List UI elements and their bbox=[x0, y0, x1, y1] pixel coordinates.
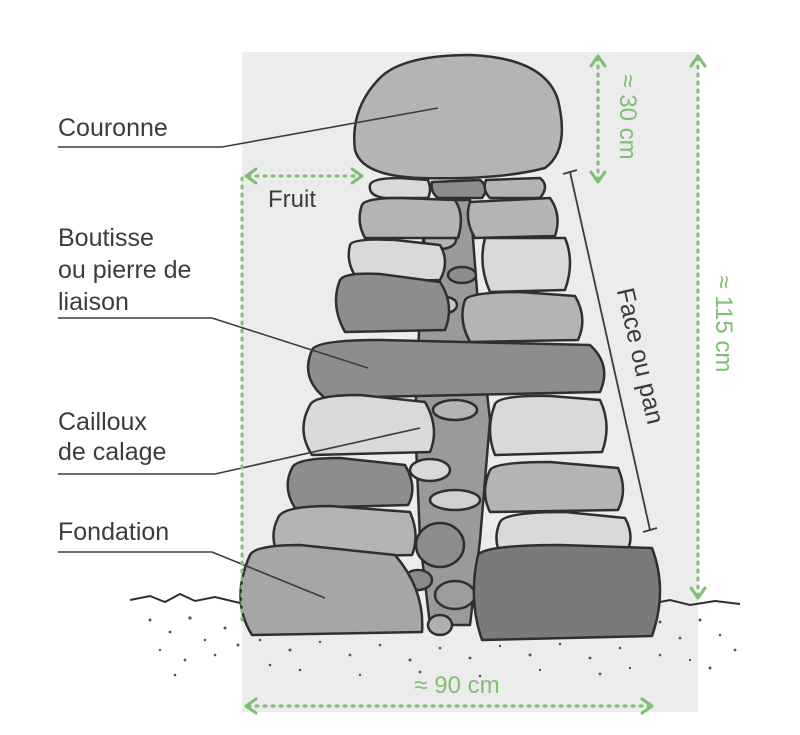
label-boutisse-line2: ou pierre de bbox=[58, 256, 192, 284]
coping-stone bbox=[353, 53, 564, 180]
label-fruit: Fruit bbox=[268, 186, 316, 213]
label-boutisse-line1: Boutisse bbox=[58, 224, 154, 252]
dimension-total-height: ≈ 115 cm bbox=[710, 275, 737, 373]
dimension-lines bbox=[240, 56, 700, 708]
label-fondation: Fondation bbox=[58, 518, 170, 546]
dimension-arrows bbox=[244, 54, 707, 715]
tie-stone bbox=[306, 338, 606, 400]
ground bbox=[129, 592, 741, 678]
foundation-stone-right bbox=[472, 543, 662, 642]
leader-lines bbox=[58, 107, 439, 599]
dimension-top-height: ≈ 30 cm bbox=[614, 74, 641, 160]
wall-stones bbox=[239, 53, 662, 642]
dimension-base-width: ≈ 90 cm bbox=[414, 672, 500, 699]
label-cailloux-line1: Cailloux bbox=[58, 408, 147, 436]
label-boutisse-line3: liaison bbox=[58, 288, 129, 316]
label-cailloux-line2: de calage bbox=[58, 438, 167, 466]
face-bracket bbox=[562, 169, 658, 533]
foundation-stone-left bbox=[239, 543, 424, 637]
label-couronne: Couronne bbox=[58, 114, 168, 142]
